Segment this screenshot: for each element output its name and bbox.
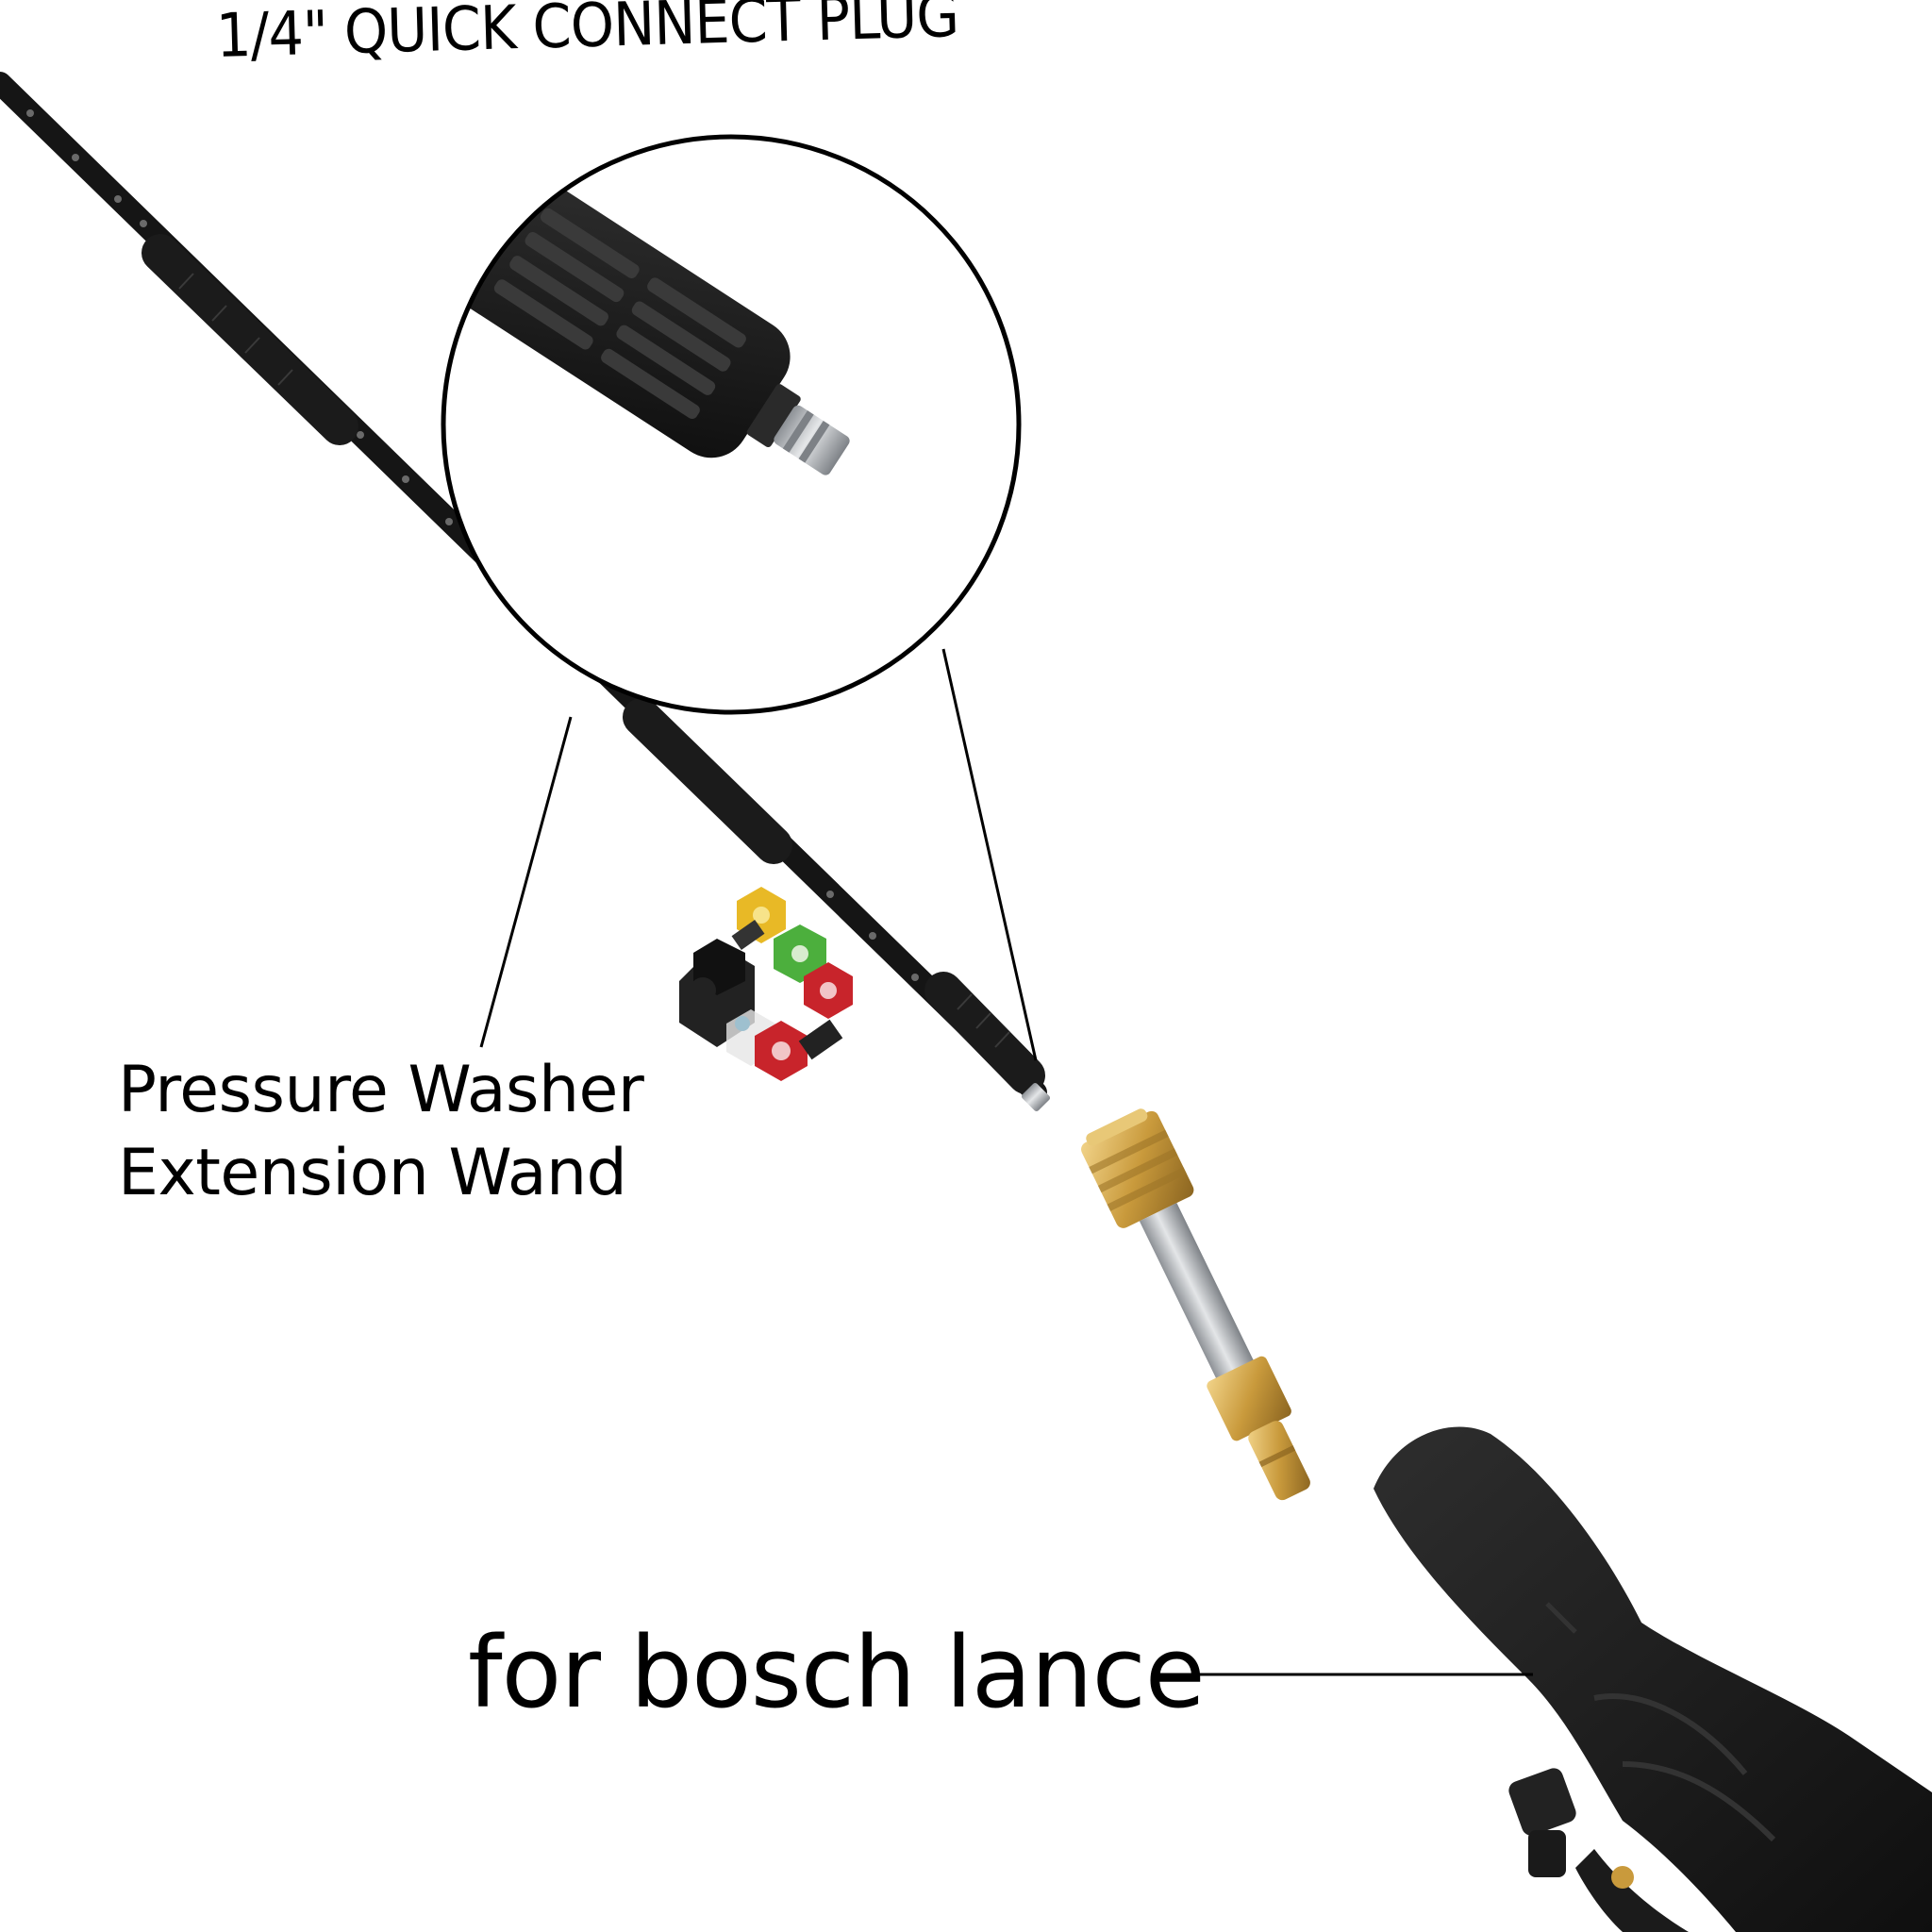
- wand-label-line-1: Pressure Washer: [118, 1053, 644, 1127]
- brass-adapter: [1081, 1108, 1310, 1501]
- wand-label-line-2: Extension Wand: [118, 1136, 627, 1210]
- wand-label: Pressure Washer Extension Wand: [118, 1049, 644, 1215]
- spray-gun: [1374, 1426, 1932, 1932]
- callout-leader-lines: [479, 648, 1038, 1061]
- lance-label: for bosch lance: [468, 1615, 1206, 1730]
- nozzle-tips-icon: [679, 887, 853, 1081]
- magnifier-circle-icon: [441, 134, 1022, 715]
